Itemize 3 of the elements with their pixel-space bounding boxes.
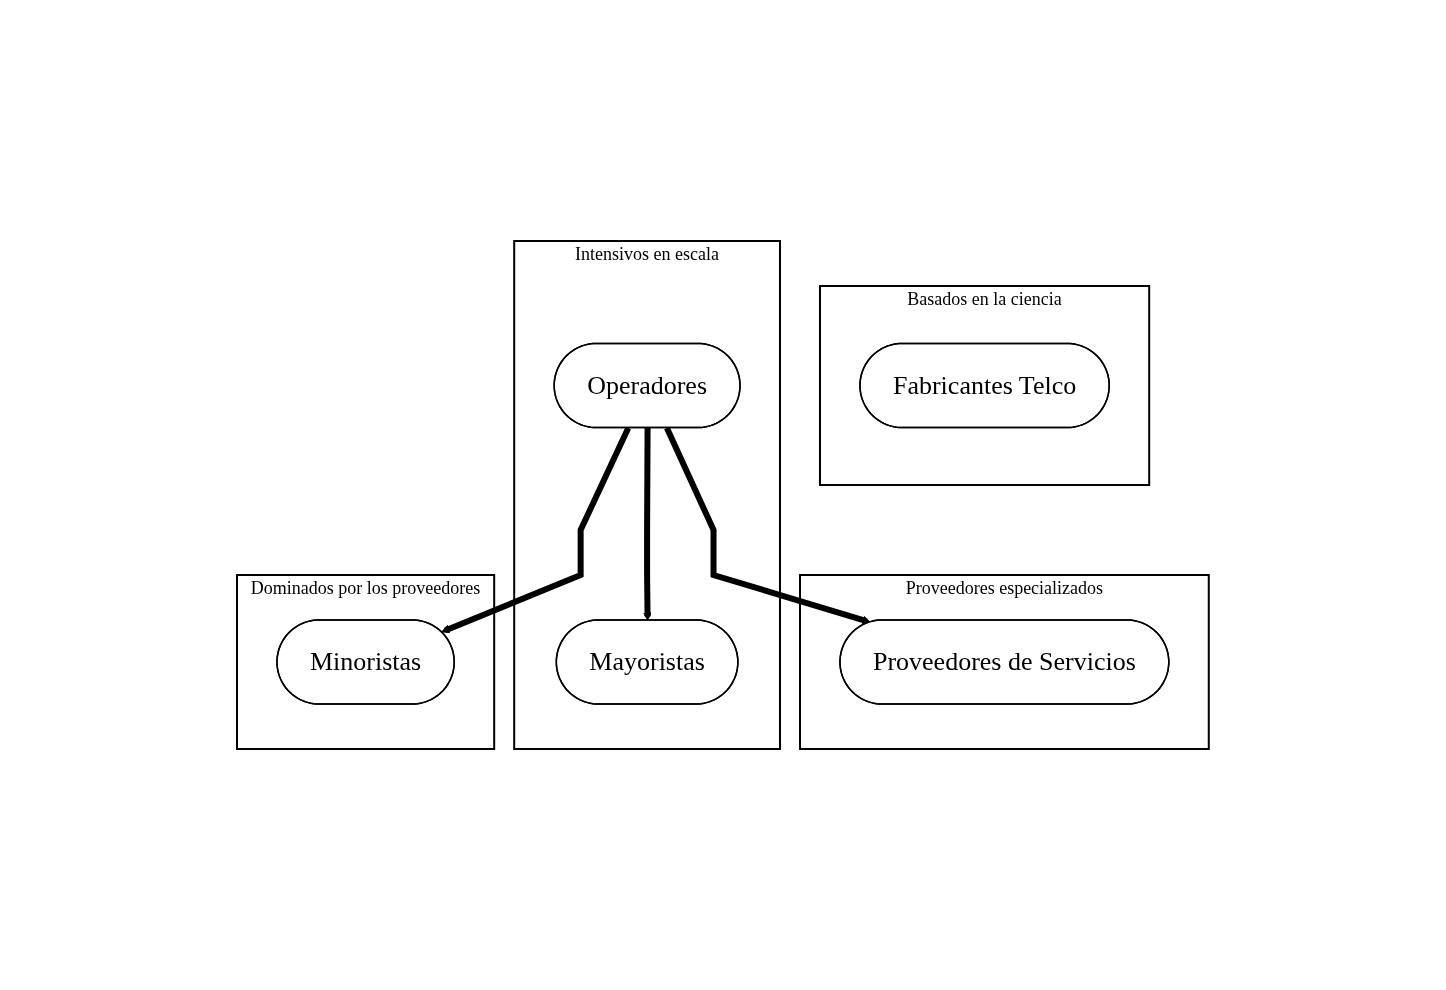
arrow bbox=[643, 427, 652, 621]
arrow bbox=[441, 426, 632, 634]
arrow bbox=[664, 426, 871, 625]
